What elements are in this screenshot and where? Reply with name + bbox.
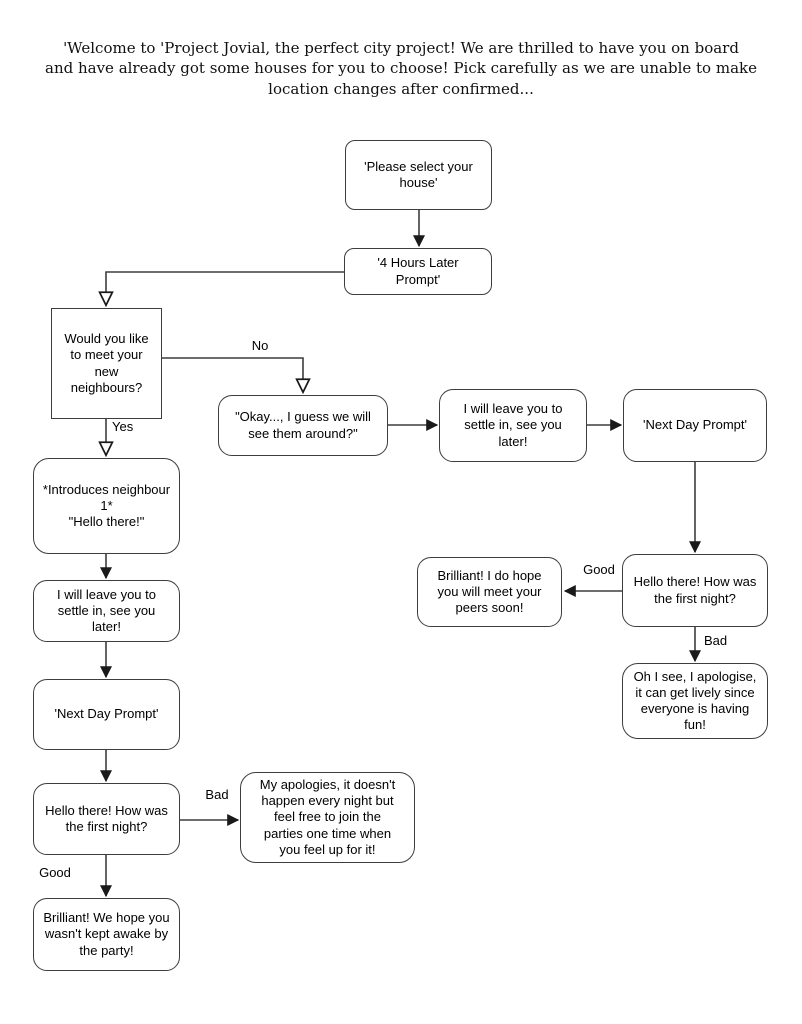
- node-my-apologies: My apologies, it doesn't happen every ni…: [240, 772, 415, 863]
- connector-no-to-okay: [162, 357, 303, 392]
- edge-label-good-bottom-left: Good: [39, 865, 71, 880]
- node-please-select-house: 'Please select your house': [345, 140, 492, 210]
- edge-label-yes: Yes: [112, 419, 134, 434]
- edge-label-no: No: [251, 338, 269, 353]
- connector-4hours-to-meet: [106, 271, 344, 305]
- node-first-night-right: Hello there! How was the first night?: [622, 554, 768, 627]
- node-brilliant-peers: Brilliant! I do hope you will meet your …: [417, 557, 562, 627]
- intro-paragraph: 'Welcome to 'Project Jovial, the perfect…: [45, 39, 757, 98]
- edge-label-good-right: Good: [583, 562, 615, 577]
- node-next-day-prompt-right: 'Next Day Prompt': [623, 389, 767, 462]
- node-4-hours-later-prompt: '4 Hours Later Prompt': [344, 248, 492, 295]
- edge-label-bad-left: Bad: [205, 787, 229, 802]
- node-first-night-left: Hello there! How was the first night?: [33, 783, 180, 855]
- node-brilliant-party: Brilliant! We hope you wasn't kept awake…: [33, 898, 180, 971]
- node-next-day-prompt-left: 'Next Day Prompt': [33, 679, 180, 750]
- node-leave-settle-left: I will leave you to settle in, see you l…: [33, 580, 180, 642]
- node-okay-see-them-around: "Okay..., I guess we will see them aroun…: [218, 395, 388, 456]
- node-introduces-neighbour: *Introduces neighbour 1* "Hello there!": [33, 458, 180, 554]
- node-leave-settle-right: I will leave you to settle in, see you l…: [439, 389, 587, 462]
- node-oh-i-see-apologise: Oh I see, I apologise, it can get lively…: [622, 663, 768, 739]
- edge-label-bad-right: Bad: [704, 633, 728, 648]
- node-meet-neighbours-decision: Would you like to meet your new neighbou…: [51, 308, 162, 419]
